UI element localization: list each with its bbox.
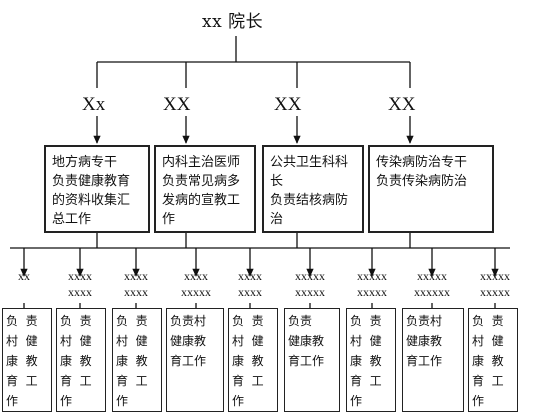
branch-1-label: Xx	[82, 94, 106, 115]
team-1-duty-box: 负 责 村 健 康 教 育 工 作	[2, 308, 52, 412]
team-6-duty-box: 负责 健康教 育工作	[284, 308, 340, 412]
team-6-label: xxxxx xxxxx	[295, 269, 325, 299]
branch-2-duty-box: 内科主治医师 负责常见病多 发病的宣教工 作	[154, 145, 256, 233]
team-3-duty-box: 负 责 村 健 康 教 育 工 作	[112, 308, 162, 412]
team-2-duty-box: 负 责 村 健 康 教 育 工 作	[56, 308, 106, 412]
branch-4-duty-box: 传染病防治专干 负责传染病防治	[368, 145, 494, 233]
team-9-duty-box: 负 责 村 健 康 教 育 工 作	[468, 308, 518, 412]
team-5-duty-box: 负 责 村 健 康 教 育 工 作	[228, 308, 278, 412]
team-1-label: xx	[18, 269, 30, 283]
team-8-duty-box: 负责村 健康教 育工作	[402, 308, 464, 412]
team-4-duty-box: 负责村 健康教 育工作	[166, 308, 224, 412]
branch-4-label: XX	[388, 94, 416, 115]
team-3-label: xxxx xxxx	[124, 269, 148, 299]
team-5-label: xxxx xxxx	[238, 269, 262, 299]
team-7-duty-box: 负 责 村 健 康 教 育 工 作	[346, 308, 396, 412]
team-4-label: xxxx xxxxx	[181, 269, 211, 299]
team-9-label: xxxxx xxxxx	[480, 269, 510, 299]
root-node-label: xx 院长	[202, 12, 264, 32]
branch-3-label: XX	[274, 94, 302, 115]
team-8-label: xxxxx xxxxxx	[414, 269, 450, 299]
branch-3-duty-box: 公共卫生科科 长 负责结核病防 治	[262, 145, 364, 233]
branch-1-duty-box: 地方病专干 负责健康教育 的资料收集汇 总工作	[44, 145, 150, 233]
team-2-label: xxxx xxxx	[68, 269, 92, 299]
branch-2-label: XX	[163, 94, 191, 115]
team-7-label: xxxxx xxxxx	[357, 269, 387, 299]
